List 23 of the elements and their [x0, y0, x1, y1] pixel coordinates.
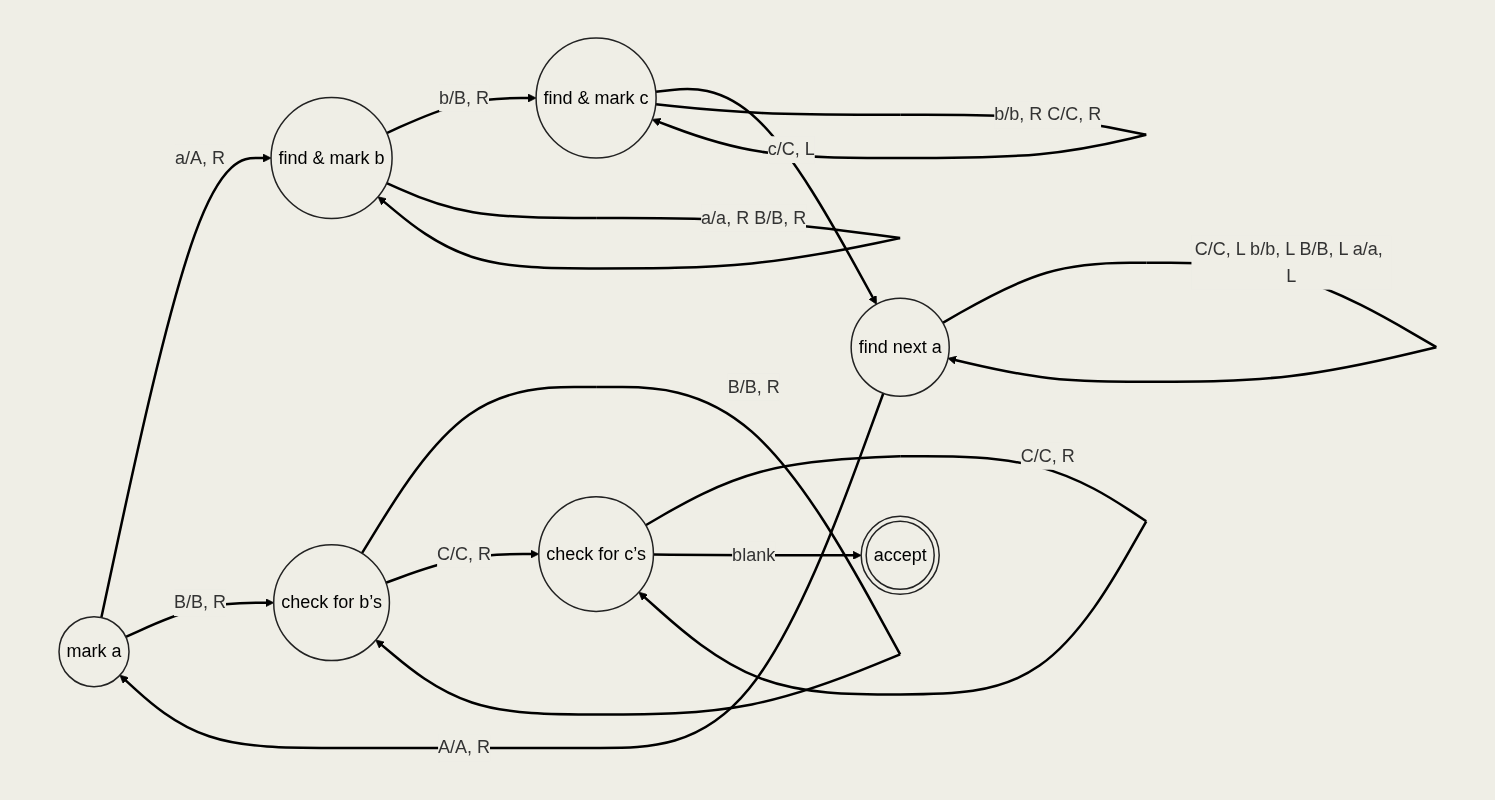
edge-label: A/A, R [437, 737, 490, 758]
edge-label: B/B, R [173, 592, 226, 613]
node-circle: find & mark b [270, 97, 393, 220]
edge-label: C/C, L b/b, L B/B, L a/a, L [1194, 238, 1383, 286]
edge-label: B/B, R [727, 376, 780, 397]
node-circle: find & mark c [535, 37, 657, 160]
node-circle: find next a [850, 297, 950, 398]
edge-label: blank [731, 545, 775, 566]
edge-label: b/b, R C/C, R [993, 104, 1101, 125]
edge-label: c/C, L [767, 139, 815, 160]
edge-label: b/B, R [438, 87, 489, 108]
arrow [119, 393, 885, 750]
edge-label: a/A, R [174, 147, 225, 168]
arrow [655, 87, 877, 305]
arrow [638, 455, 1148, 696]
node-circle: check for c’s [537, 496, 654, 613]
edge-label: a/a, R B/B, R [700, 207, 806, 228]
edge-label: C/C, R [1020, 446, 1075, 467]
edge-label: C/C, R [436, 543, 491, 564]
node-circle: accept [860, 515, 940, 596]
node-circle: check for b’s [272, 544, 390, 662]
arrow [360, 386, 901, 716]
node-circle: mark a [58, 616, 130, 688]
